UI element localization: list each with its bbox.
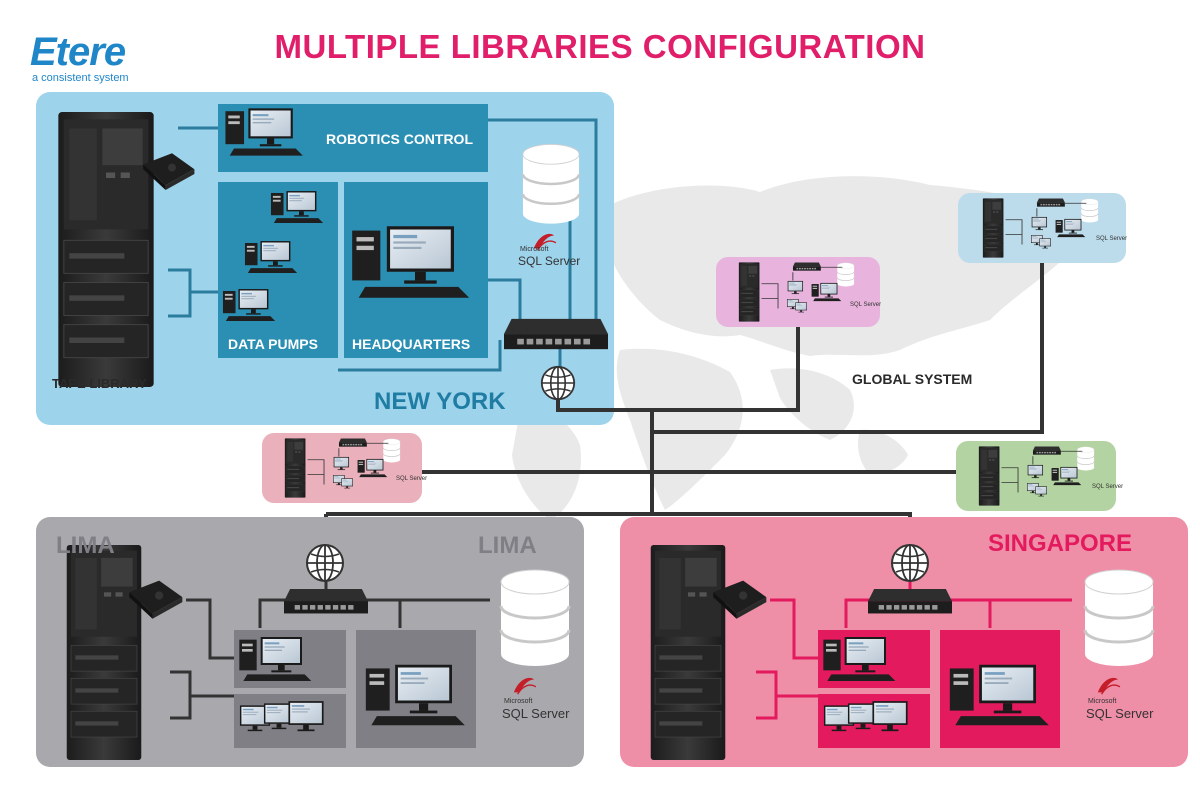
network-switch-icon — [504, 318, 608, 350]
sql-brand-text: Microsoft — [1088, 698, 1117, 705]
new-york-label: NEW YORK — [374, 388, 506, 415]
singapore-headquarters-pc-icon — [949, 664, 1049, 726]
lima-label-right: LIMA — [478, 532, 537, 559]
globe-icon — [306, 544, 344, 582]
robotics-control-label: ROBOTICS CONTROL — [326, 131, 473, 147]
network-switch-icon — [284, 589, 368, 614]
network-switch-icon — [868, 589, 952, 614]
new-york-network-lines — [168, 118, 598, 375]
database-icon — [1083, 568, 1155, 668]
database-icon — [499, 568, 571, 668]
tape-library-icon — [66, 545, 142, 760]
mini-site-green — [956, 441, 1116, 511]
mini-sql-text: SQL Server — [396, 476, 428, 482]
mini-sql-text: SQL Server — [850, 302, 882, 308]
etere-logo: Etere a consistent system — [30, 32, 129, 84]
singapore-pc-icon — [823, 637, 896, 681]
singapore-label: SINGAPORE — [988, 530, 1133, 557]
logo-text: Etere — [30, 30, 126, 74]
data-pump-pc-icon — [270, 191, 324, 223]
data-pumps-label: DATA PUMPS — [228, 336, 318, 352]
page-title: MULTIPLE LIBRARIES CONFIGURATION — [274, 28, 926, 65]
lima-site — [36, 517, 584, 767]
sql-server-text: SQL Server — [502, 706, 570, 721]
robotics-pc-icon — [225, 108, 303, 156]
mini-sql-text: SQL Server — [1096, 236, 1128, 242]
mini-sql-text: SQL Server — [1092, 484, 1124, 490]
headquarters-label: HEADQUARTERS — [352, 336, 471, 352]
logo-tagline: a consistent system — [32, 72, 129, 84]
sql-brand-text: Microsoft — [520, 246, 549, 253]
tape-library-icon — [650, 545, 726, 760]
sql-server-text: SQL Server — [518, 254, 581, 268]
global-system-label: GLOBAL SYSTEM — [852, 371, 973, 387]
mini-site-blue — [958, 193, 1126, 263]
sql-server-text: SQL Server — [1086, 706, 1154, 721]
mini-site-rose — [262, 433, 422, 503]
lima-label-left: LIMA — [56, 532, 115, 559]
globe-icon — [540, 365, 576, 401]
singapore-site — [620, 517, 1188, 767]
lima-headquarters-pc-icon — [365, 664, 465, 726]
sql-brand-text: Microsoft — [504, 698, 533, 705]
data-pump-pc-icon — [222, 289, 276, 321]
tape-library-icon — [57, 112, 155, 387]
globe-icon — [891, 544, 929, 582]
mini-site-purple — [716, 257, 880, 327]
tape-library-label: TAPE LIBRARY — [52, 376, 147, 391]
headquarters-pc-icon — [352, 226, 470, 298]
lima-pc-icon — [239, 637, 312, 681]
data-pump-pc-icon — [244, 241, 298, 273]
database-icon — [521, 143, 581, 225]
new-york-site — [36, 92, 614, 425]
